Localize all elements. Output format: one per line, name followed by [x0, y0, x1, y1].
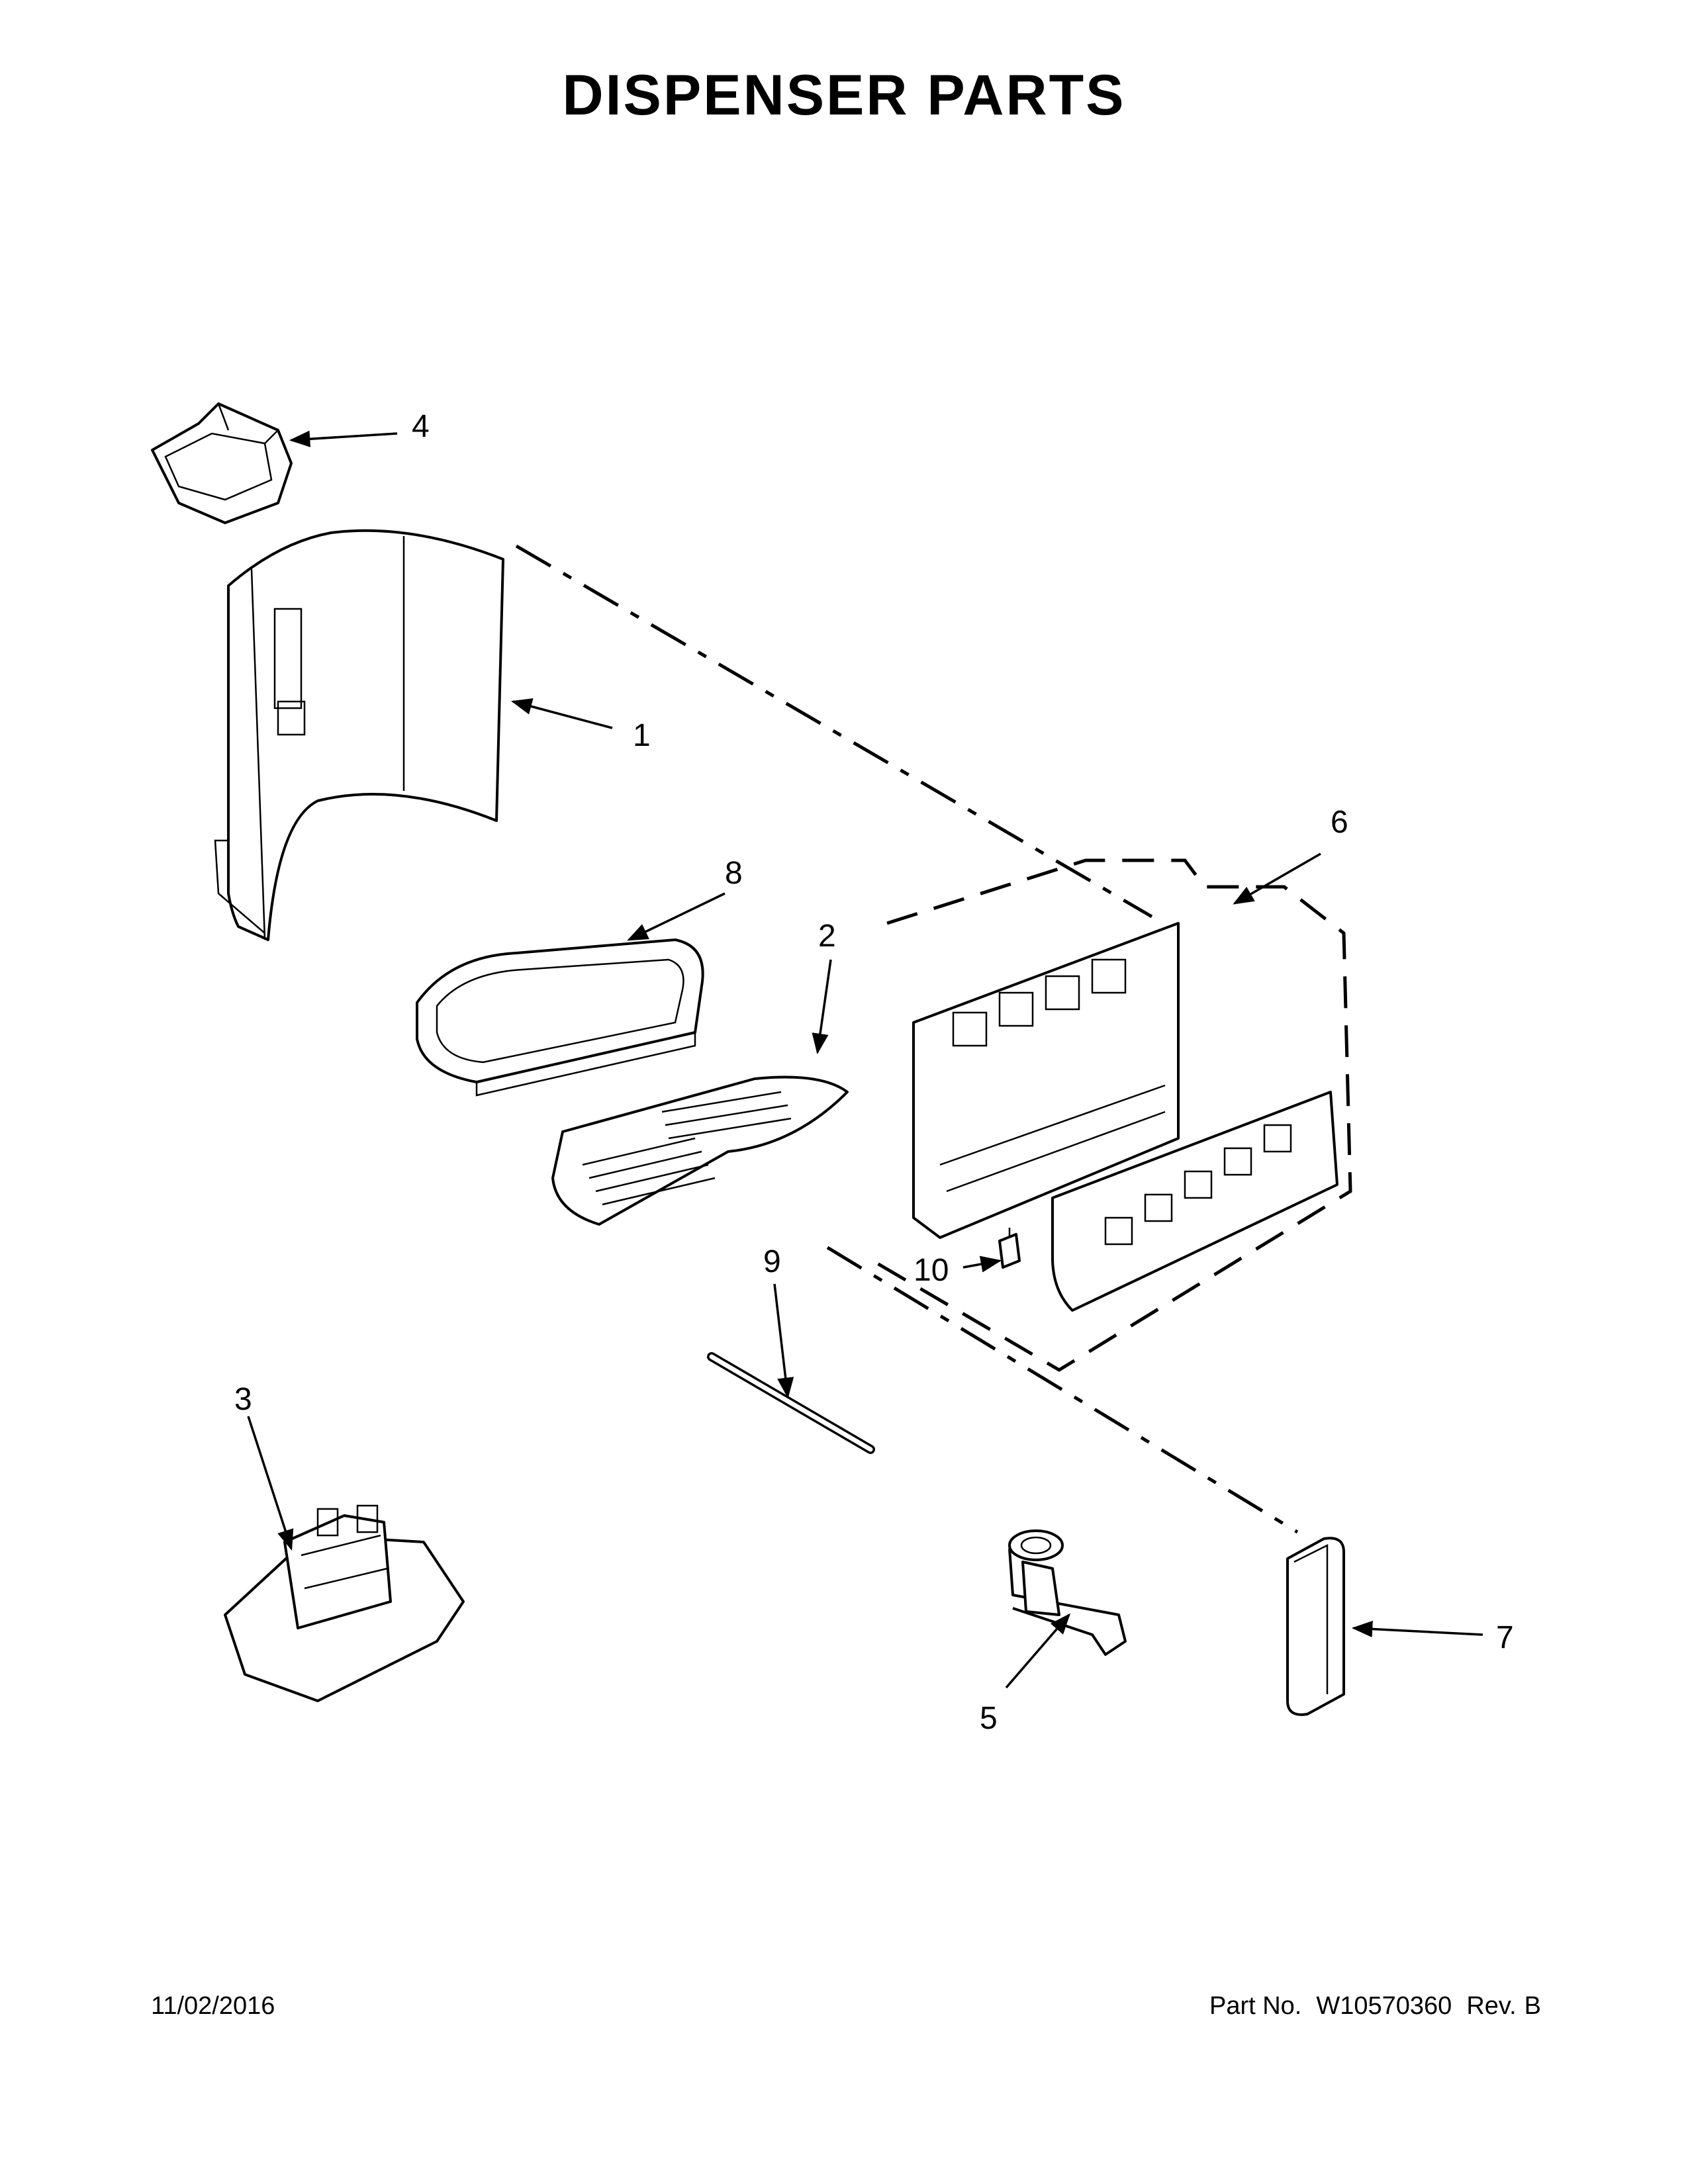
part-4-ice-cup	[151, 402, 293, 524]
callout-4: 4	[412, 409, 430, 444]
callout-8: 8	[725, 856, 743, 891]
callout-9: 9	[763, 1244, 781, 1279]
part-8-drip-tray	[416, 938, 704, 1097]
part-6-assembly-boundary	[866, 858, 1352, 1372]
rev-label: Rev.	[1466, 1992, 1517, 2020]
part-6-frame	[912, 922, 1338, 1312]
part-1-housing	[214, 529, 504, 941]
revision: B	[1524, 1992, 1541, 2020]
callout-6: 6	[1331, 805, 1348, 840]
footer-part-info: Part No. W10570360 Rev.B	[1209, 1992, 1541, 2021]
callout-2: 2	[818, 919, 836, 954]
callout-10: 10	[914, 1253, 949, 1288]
part-7-paddle	[1286, 1537, 1345, 1716]
footer-date: 11/02/2016	[151, 1992, 275, 2020]
callout-7: 7	[1496, 1620, 1514, 1655]
part-no-label: Part No.	[1209, 1992, 1302, 2020]
part-3-actuator	[224, 1504, 465, 1702]
part-10-switch	[998, 1228, 1021, 1269]
callout-3: 3	[234, 1382, 252, 1417]
callout-5: 5	[980, 1701, 998, 1736]
part-2-grille	[551, 1075, 849, 1226]
assembly-lines	[515, 544, 1299, 1534]
part-9-rod	[707, 1352, 875, 1454]
callout-labels: 1 2 3 4 5 6 7 8 9 10	[234, 409, 1514, 1736]
callout-1: 1	[633, 718, 651, 753]
leader-lines	[247, 430, 1483, 1689]
page-title: DISPENSER PARTS	[562, 64, 1126, 127]
part-number: W10570360	[1316, 1992, 1452, 2020]
part-5-nozzle	[1008, 1529, 1127, 1656]
